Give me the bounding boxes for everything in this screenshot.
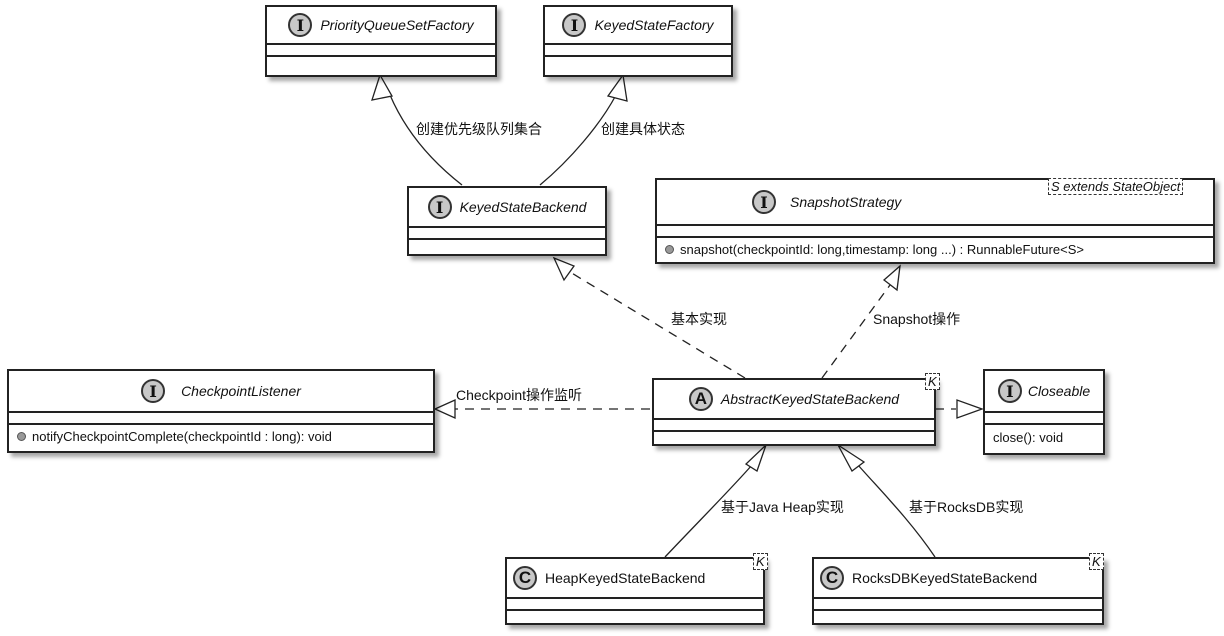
method-signature: snapshot(checkpointId: long,timestamp: l… (680, 241, 1084, 257)
method-close: close(): void (985, 425, 1103, 447)
attributes-section (657, 226, 1213, 238)
edge-label-create-state: 创建具体状态 (601, 121, 685, 137)
arrowhead (433, 398, 456, 420)
class-name: KeyedStateFactory (594, 17, 714, 33)
class-keyed-state-factory[interactable]: I KeyedStateFactory (543, 5, 733, 77)
class-name: AbstractKeyedStateBackend (720, 391, 900, 407)
attributes-section (814, 599, 1102, 611)
class-name: KeyedStateBackend (459, 199, 587, 215)
methods-section (267, 57, 495, 67)
arrowhead (837, 444, 866, 472)
attributes-section (9, 413, 433, 425)
method-signature: notifyCheckpointComplete(checkpointId : … (32, 428, 332, 444)
edge-snapshot-op (821, 284, 891, 379)
type-parameter: K (925, 373, 940, 390)
interface-icon: I (427, 195, 452, 219)
methods-section (545, 57, 731, 67)
class-checkpoint-listener[interactable]: I CheckpointListener notifyCheckpointCom… (7, 369, 435, 453)
class-name: PriorityQueueSetFactory (320, 17, 474, 33)
type-parameter: K (753, 553, 768, 570)
class-name: HeapKeyedStateBackend (545, 570, 706, 586)
methods-section (507, 611, 763, 621)
method-notify-checkpoint-complete: notifyCheckpointComplete(checkpointId : … (9, 425, 433, 447)
arrowhead (956, 399, 984, 419)
attributes-section (267, 45, 495, 57)
edge-basic-impl (569, 271, 746, 379)
type-parameter: K (1089, 553, 1104, 570)
edge-create-state (539, 94, 617, 186)
attributes-section (507, 599, 763, 611)
class-rocksdb-keyed-state-backend[interactable]: C RocksDBKeyedStateBackend (812, 557, 1104, 625)
edge-label-create-priority-queue: 创建优先级队列集合 (416, 121, 542, 137)
class-keyed-state-backend[interactable]: I KeyedStateBackend (407, 186, 607, 256)
class-priority-queue-set-factory[interactable]: I PriorityQueueSetFactory (265, 5, 497, 77)
interface-icon: I (288, 13, 313, 37)
class-name: RocksDBKeyedStateBackend (852, 570, 1038, 586)
methods-section (814, 611, 1102, 621)
class-name: Closeable (1027, 383, 1091, 399)
arrowhead (371, 73, 394, 101)
attributes-section (409, 228, 605, 240)
method-signature: close(): void (993, 429, 1064, 445)
class-abstract-keyed-state-backend[interactable]: A AbstractKeyedStateBackend (652, 378, 936, 446)
edge-rocksdb-impl (857, 464, 936, 558)
arrowhead (882, 264, 901, 292)
edge-label-checkpoint-listen: Checkpoint操作监听 (456, 387, 583, 403)
class-icon: C (820, 566, 844, 590)
interface-icon: I (997, 379, 1022, 403)
interface-icon: I (141, 379, 166, 403)
arrowhead (552, 256, 576, 282)
edge-heap-impl (664, 464, 753, 558)
method-snapshot: snapshot(checkpointId: long,timestamp: l… (657, 238, 1213, 260)
public-method-icon (17, 431, 26, 441)
edge-label-basic-impl: 基本实现 (671, 311, 727, 327)
arrowhead (606, 73, 628, 102)
abstract-class-icon: A (688, 387, 713, 411)
edge-label-rocksdb-impl: 基于RocksDB实现 (909, 499, 1024, 515)
class-icon: C (513, 566, 537, 590)
interface-icon: I (752, 190, 776, 214)
edge-label-heap-impl: 基于Java Heap实现 (721, 499, 844, 515)
class-heap-keyed-state-backend[interactable]: C HeapKeyedStateBackend (505, 557, 765, 625)
arrowhead (744, 444, 767, 472)
attributes-section (654, 420, 934, 432)
methods-section (654, 432, 934, 442)
type-parameter: S extends StateObject (1048, 178, 1184, 195)
class-closeable[interactable]: I Closeable close(): void (983, 369, 1105, 455)
edge-create-priority-queue (389, 94, 463, 186)
class-name: CheckpointListener (181, 383, 301, 399)
attributes-section (985, 413, 1103, 425)
methods-section (409, 240, 605, 250)
attributes-section (545, 45, 731, 57)
public-method-icon (665, 244, 674, 254)
edge-label-snapshot-op: Snapshot操作 (873, 311, 961, 327)
interface-icon: I (562, 13, 587, 37)
class-name: SnapshotStrategy (790, 194, 902, 210)
